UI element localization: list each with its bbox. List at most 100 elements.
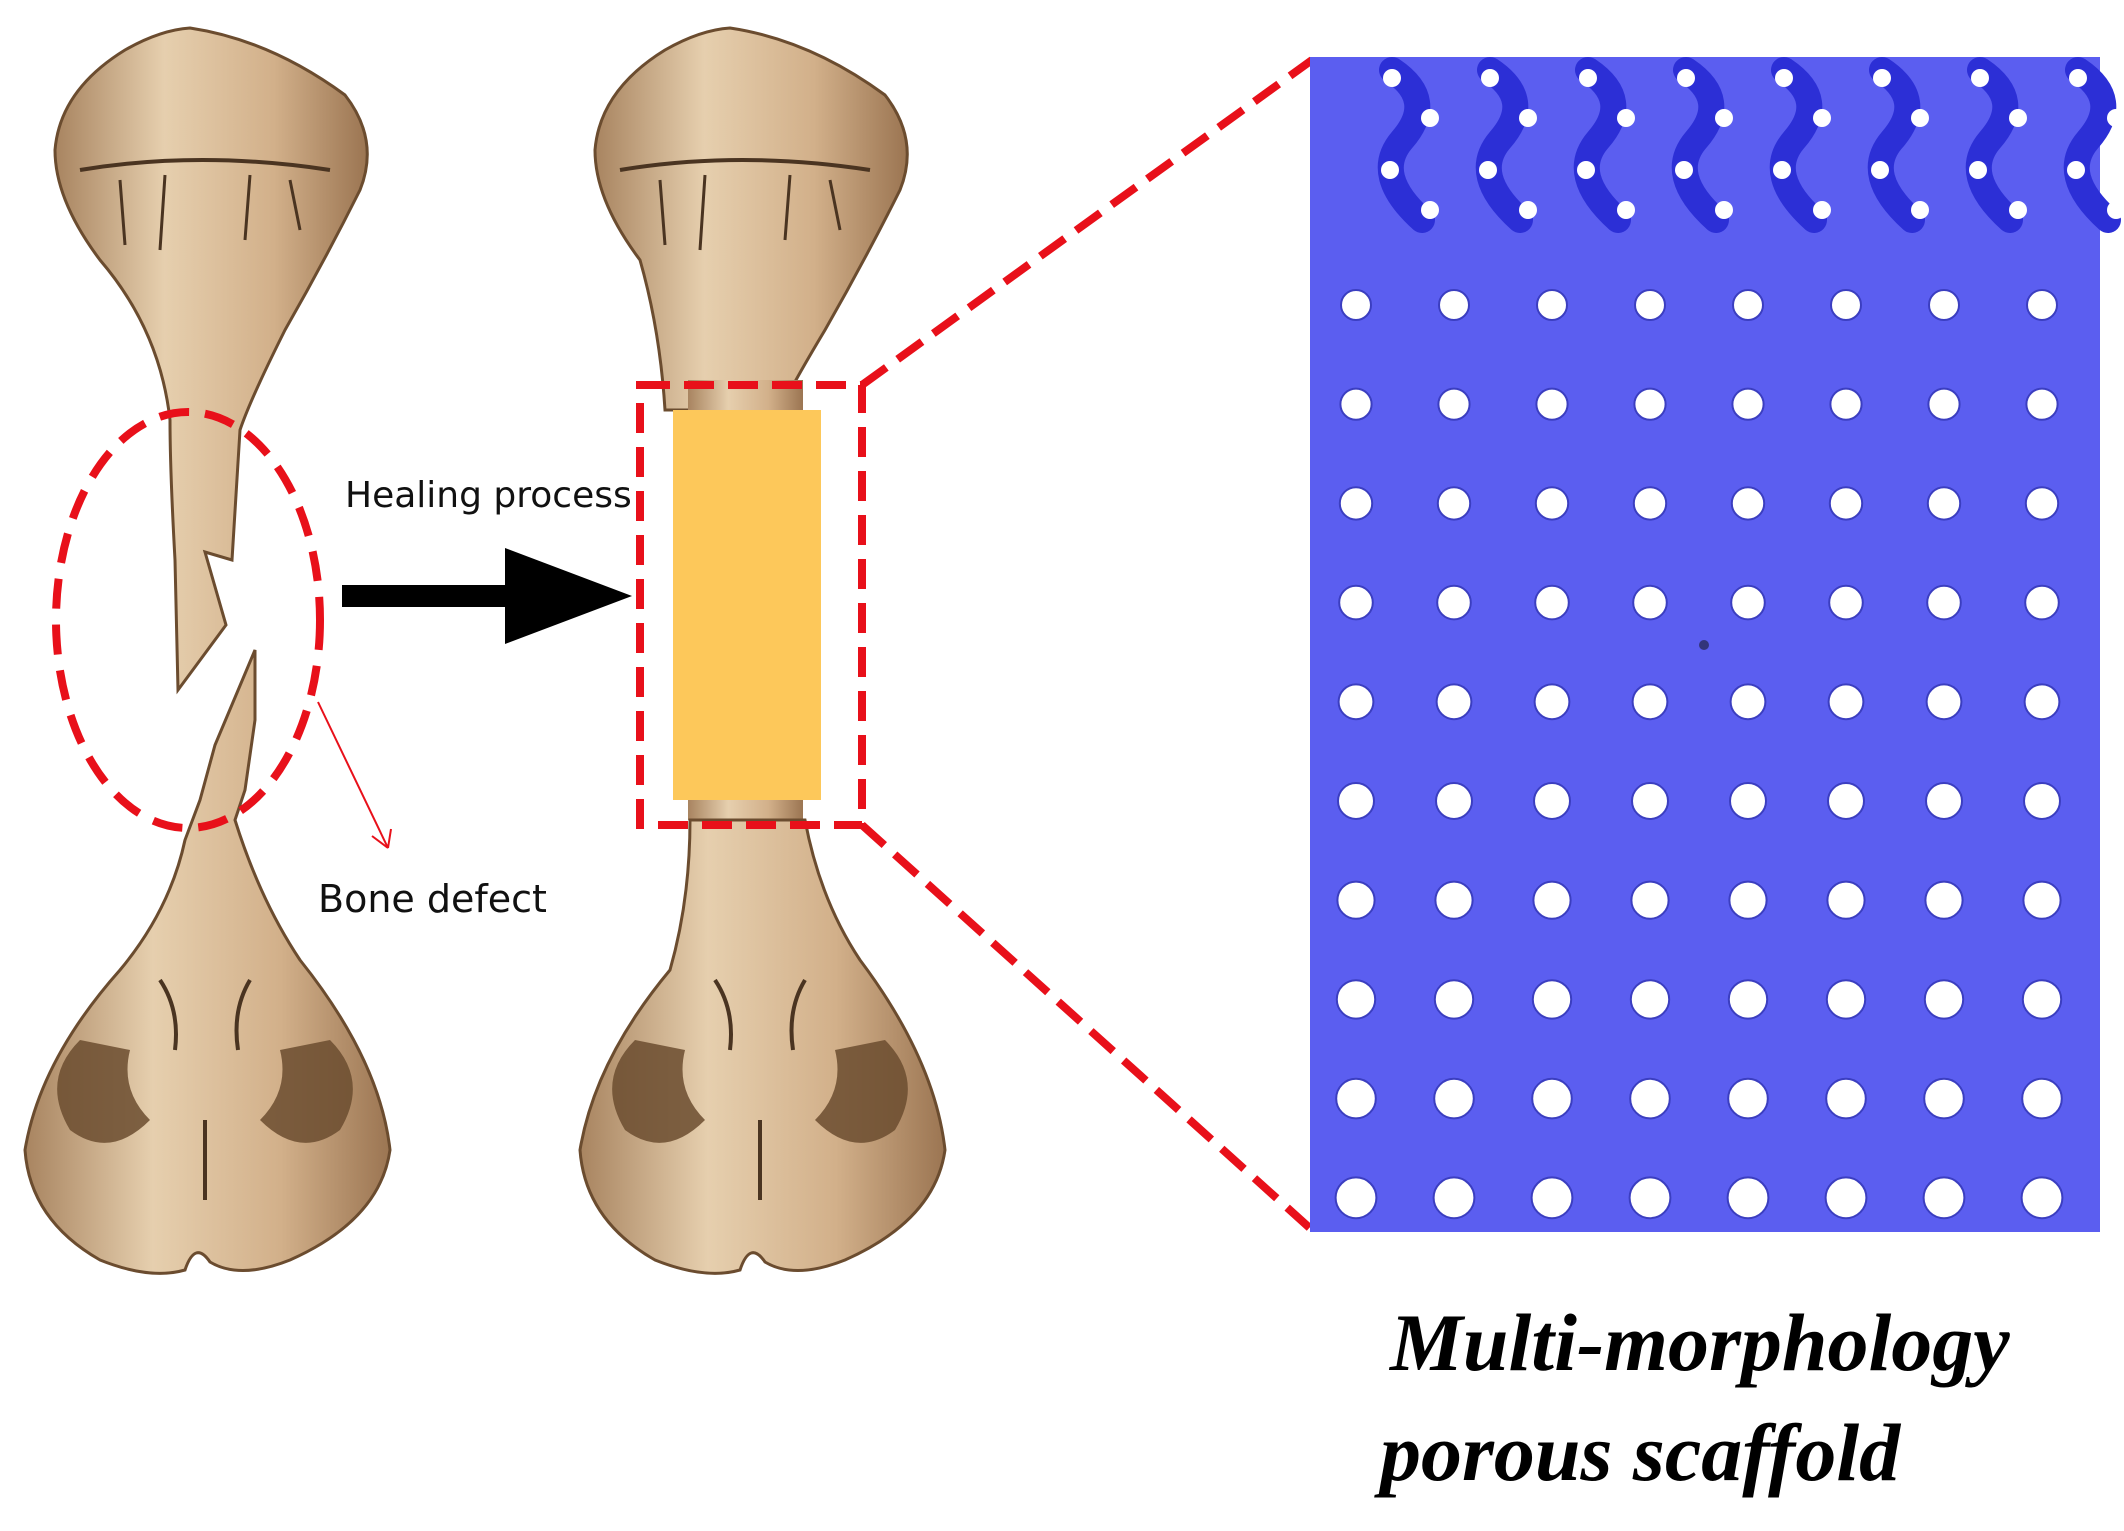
scaffold-pore: [1829, 387, 1863, 421]
scaffold-pore: [2021, 1077, 2063, 1120]
lattice-strut: [1965, 57, 2027, 233]
scaffold-pore: [1727, 1077, 1769, 1120]
scaffold-pore: [1728, 880, 1768, 920]
scaffold-pore: [1727, 979, 1769, 1020]
scaffold-pore: [1534, 486, 1570, 521]
implant-highlight-box: [636, 381, 866, 829]
scaffold-pore: [1432, 1176, 1476, 1220]
scaffold-pore: [1336, 880, 1376, 920]
scaffold-pore: [1826, 880, 1866, 920]
scaffold-pore: [2024, 584, 2060, 621]
lattice-strut: [2063, 57, 2124, 233]
scaffold-pore: [1926, 486, 1962, 521]
lattice-strut: [1377, 57, 1439, 233]
scaffold-pore: [1334, 1176, 1378, 1220]
lattice-strut: [1671, 57, 1733, 233]
scaffold-pore: [1632, 584, 1668, 621]
scaffold-pore: [2025, 387, 2059, 421]
scaffold-pore: [1435, 782, 1473, 820]
scaffold-pore: [1335, 979, 1377, 1020]
scaffold-pore: [1730, 486, 1766, 521]
scaffold-pore: [1631, 782, 1669, 820]
scaffold-caption-line2: porous scaffold: [1374, 1407, 1901, 1498]
scaffold-pore: [2023, 683, 2061, 721]
scaffold-pore: [1533, 782, 1571, 820]
scaffold-pore: [1726, 1176, 1770, 1220]
scaffold-pore: [1825, 979, 1867, 1020]
scaffold-pore: [1533, 683, 1571, 721]
scaffold-pore: [1928, 289, 1960, 321]
scaffold-pore: [2020, 1176, 2064, 1220]
scaffold-pore: [1830, 289, 1862, 321]
scaffold-lattice-layer: [1377, 57, 2124, 233]
scaffold-pore: [1632, 486, 1668, 521]
scaffold-pore: [1634, 289, 1666, 321]
zoom-line-top: [859, 56, 1315, 389]
scaffold-pore: [1922, 1176, 1966, 1220]
scaffold-pore: [1628, 1176, 1672, 1220]
scaffold-pore: [1828, 486, 1864, 521]
scaffold-pore: [1925, 683, 1963, 721]
porous-scaffold-panel: [1310, 57, 2124, 1232]
scaffold-pore: [1824, 1176, 1868, 1220]
scaffold-pore: [1530, 1176, 1574, 1220]
scaffold-pore: [2021, 979, 2063, 1020]
scaffold-pore: [1825, 1077, 1867, 1120]
scaffold-pore: [1923, 1077, 1965, 1120]
scaffold-pore: [1338, 584, 1374, 621]
scaffold-pore: [1827, 683, 1865, 721]
scaffold-pore: [1435, 683, 1473, 721]
scaffold-pore: [1340, 289, 1372, 321]
scaffold-pore: [1536, 289, 1568, 321]
scaffold-pore: [2022, 880, 2062, 920]
scaffold-pore: [1630, 880, 1670, 920]
scaffold-pore: [1731, 387, 1765, 421]
scaffold-implant: [673, 410, 821, 800]
scaffold-pore: [1730, 584, 1766, 621]
healing-process-label: Healing process: [345, 475, 632, 516]
scaffold-pore: [2026, 289, 2058, 321]
scaffold-pore: [1925, 782, 1963, 820]
scaffold-pore: [1923, 979, 1965, 1020]
scaffold-pore: [1926, 584, 1962, 621]
scaffold-pore: [1535, 387, 1569, 421]
scaffold-pore: [1436, 584, 1472, 621]
scaffold-pore: [1337, 782, 1375, 820]
scaffold-pore: [1339, 387, 1373, 421]
scaffold-pore: [2023, 782, 2061, 820]
scaffold-pore: [1433, 979, 1475, 1020]
scaffold-pore: [1437, 387, 1471, 421]
scaffold-pore: [1531, 979, 1573, 1020]
lattice-strut: [1475, 57, 1537, 233]
zoom-line-bottom: [859, 822, 1315, 1233]
lattice-strut: [1867, 57, 1929, 233]
arrow-right-icon: [342, 548, 632, 644]
scaffold-pore: [2024, 486, 2060, 521]
scaffold-pore: [1629, 979, 1671, 1020]
scaffold-pore: [1436, 486, 1472, 521]
scaffold-pore: [1729, 782, 1767, 820]
scaffold-caption-line1: Multi-morphology: [1388, 1297, 2010, 1388]
scaffold-pore: [1631, 683, 1669, 721]
scaffold-pore: [1531, 1077, 1573, 1120]
bone-defect-label: Bone defect: [318, 877, 547, 921]
pointer-arrow-icon: [317, 701, 392, 849]
scaffold-pore: [1827, 782, 1865, 820]
scaffold-pore: [1438, 289, 1470, 321]
scaffold-pore: [1532, 880, 1572, 920]
scaffold-pore: [1629, 1077, 1671, 1120]
scaffold-pore: [1732, 289, 1764, 321]
scaffold-pore: [1335, 1077, 1377, 1120]
scaffold-pore: [1828, 584, 1864, 621]
scaffold-pore: [1729, 683, 1767, 721]
scaffold-pore: [1927, 387, 1961, 421]
scaffold-pore: [1433, 1077, 1475, 1120]
scaffold-pore: [1337, 683, 1375, 721]
scaffold-pore-grid: [1334, 289, 2064, 1220]
scaffold-pore: [1924, 880, 1964, 920]
defect-highlight-ellipse: [52, 408, 324, 832]
scaffold-pore: [1338, 486, 1374, 521]
fractured-bone-icon: [23, 26, 392, 1275]
scaffold-pore: [1434, 880, 1474, 920]
